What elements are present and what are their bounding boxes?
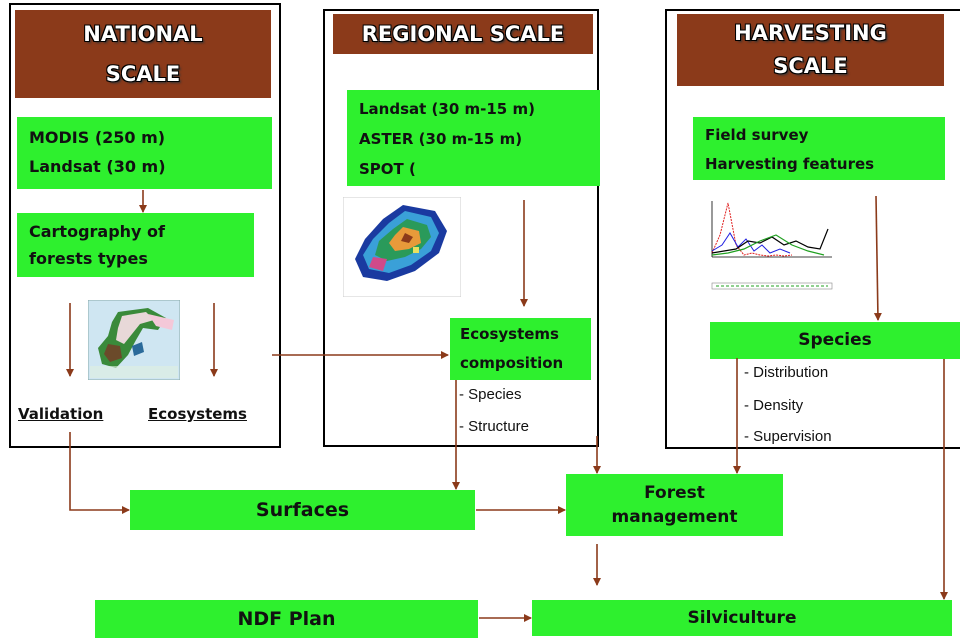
regional-item-structure: - Structure [459, 418, 530, 435]
silviculture-label: Silviculture [687, 608, 797, 628]
harvesting-header-line1: HARVESTING [734, 21, 887, 45]
regional-sensor-spot: SPOT ( [359, 160, 416, 178]
field-survey-box: Field survey Harvesting features [693, 117, 945, 180]
cartography-box: Cartography of forests types [17, 213, 254, 277]
ecosystems-composition-line2: composition [460, 354, 564, 372]
arrow-validation-to-surfaces [69, 432, 130, 514]
regional-sensor-landsat: Landsat (30 m-15 m) [359, 100, 535, 118]
harvesting-header-line2: SCALE [773, 54, 848, 78]
national-sensor-landsat: Landsat (30 m) [29, 157, 166, 176]
regional-header-label: REGIONAL SCALE [361, 22, 565, 46]
surfaces-box: Surfaces [130, 490, 475, 530]
forest-management-box: Forest management [566, 474, 783, 536]
regional-landcover-map-image [343, 197, 461, 297]
harvesting-mini-chart-image [711, 201, 833, 290]
validation-label: Validation [18, 405, 104, 423]
harvest-item-supervision: - Supervision [744, 428, 832, 445]
ndf-plan-label: NDF Plan [237, 608, 336, 630]
ecosystems-composition-line1: Ecosystems [460, 325, 559, 343]
ecosystems-label: Ecosystems [148, 405, 247, 423]
harvesting-scale-header: HARVESTING SCALE [677, 14, 944, 86]
cartography-line2: forests types [29, 249, 148, 268]
national-header-line2: SCALE [105, 62, 181, 86]
regional-scale-header: REGIONAL SCALE [333, 14, 593, 54]
species-box: Species [710, 322, 960, 359]
surfaces-label: Surfaces [255, 499, 350, 521]
ecosystems-composition-box: Ecosystems composition [450, 318, 591, 380]
regional-sensor-aster: ASTER (30 m-15 m) [359, 130, 523, 148]
harvest-item-density: - Density [744, 397, 804, 414]
national-forest-map-image [88, 300, 180, 380]
national-sensors-box: MODIS (250 m) Landsat (30 m) [17, 117, 272, 189]
regional-item-species: - Species [459, 386, 522, 403]
field-survey-line2: Harvesting features [705, 155, 875, 173]
arrow-field-to-species [873, 195, 882, 321]
harvest-item-distribution: - Distribution [744, 364, 829, 381]
field-survey-line1: Field survey [705, 126, 809, 144]
ndf-plan-box: NDF Plan [95, 600, 478, 638]
forest-management-line1: Forest [644, 483, 705, 503]
forest-management-line2: management [611, 507, 738, 527]
cartography-line1: Cartography of [29, 222, 166, 241]
national-sensor-modis: MODIS (250 m) [29, 128, 166, 147]
regional-sensors-box: Landsat (30 m-15 m) ASTER (30 m-15 m) SP… [347, 90, 600, 186]
national-header-line1: NATIONAL [83, 22, 203, 46]
silviculture-box: Silviculture [532, 600, 952, 636]
species-label: Species [798, 330, 872, 350]
national-scale-header: NATIONAL SCALE [15, 10, 271, 98]
